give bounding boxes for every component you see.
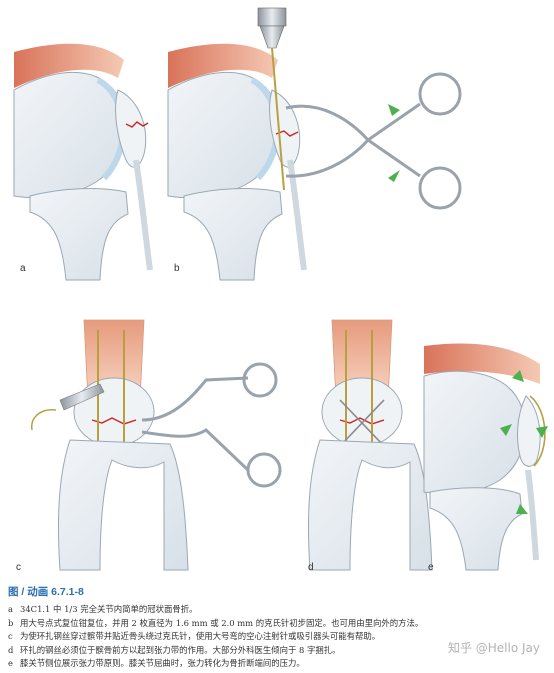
figure-illustration (13, 7, 548, 571)
figure-eight-wire (339, 399, 385, 447)
quadriceps-muscle (14, 43, 124, 88)
arrow-icon (388, 170, 400, 182)
caption-text: 34C1.1 中 1/3 完全关节内简单的冠状面骨折。 (20, 604, 198, 614)
panel-label-d: d (308, 562, 314, 573)
caption-item-a: a 34C1.1 中 1/3 完全关节内简单的冠状面骨折。 (8, 603, 548, 617)
caption-key: c (8, 631, 13, 642)
caption-text: 用大号点式复位钳复位，并用 2 枚直径为 1.6 mm 或 2.0 mm 的克氏… (20, 617, 424, 628)
reduction-clamp (285, 102, 421, 142)
tibia-bone (29, 188, 129, 281)
caption-title: 图 / 动画 6.7.1-8 (8, 586, 84, 598)
fracture-line (125, 121, 149, 128)
caption-key: e (8, 658, 13, 669)
drill-chuck (257, 7, 287, 27)
panel-a-illustration (13, 43, 153, 281)
caption-item-d: d 环扎的钢丝必须位于髌骨前方以起到张力带的作用。大部分外科医生倾向于 8 字捆扎… (8, 644, 548, 658)
panel-c-illustration (31, 319, 282, 571)
watermark: 知乎 @Hello Jay (447, 641, 540, 655)
caption-text: 环扎的钢丝必须位于髌骨前方以起到张力带的作用。大部分外科医生倾向于 8 字捆扎。 (20, 644, 341, 655)
caption-item-e: e 膝关节侧位展示张力带原则。膝关节屈曲时，张力转化为骨折断端间的压力。 (8, 657, 548, 671)
panel-label-c: c (16, 562, 21, 573)
caption-item-c: c 为使环扎钢丝穿过髌带并贴近骨头绕过克氏针，使用大号弯的空心注射针或吸引器头可能… (8, 630, 548, 644)
caption-text: 膝关节侧位展示张力带原则。膝关节屈曲时，张力转化为骨折断端间的压力。 (20, 658, 305, 669)
panel-label-e: e (428, 562, 434, 573)
patellar-tendon (133, 159, 153, 271)
caption-key: d (8, 644, 14, 655)
caption-text: 为使环扎钢丝穿过髌带并贴近骨头绕过克氏针，使用大号弯的空心注射针或吸引器头可能有… (20, 631, 381, 642)
panel-b-illustration (167, 7, 462, 281)
cannula (59, 383, 105, 411)
caption-item-b: b 用大号点式复位钳复位，并用 2 枚直径为 1.6 mm 或 2.0 mm 的克… (8, 617, 548, 631)
caption-key: a (8, 604, 13, 614)
panel-label-b: b (174, 263, 180, 274)
panel-label-a: a (20, 263, 26, 274)
arrow-icon (388, 104, 400, 116)
k-wire (271, 47, 285, 191)
panel-e-illustration (423, 343, 548, 571)
caption-key: b (8, 617, 14, 628)
panel-d-illustration (307, 319, 433, 571)
figure-caption: 图 / 动画 6.7.1-8 a 34C1.1 中 1/3 完全关节内简单的冠状面… (8, 584, 548, 671)
